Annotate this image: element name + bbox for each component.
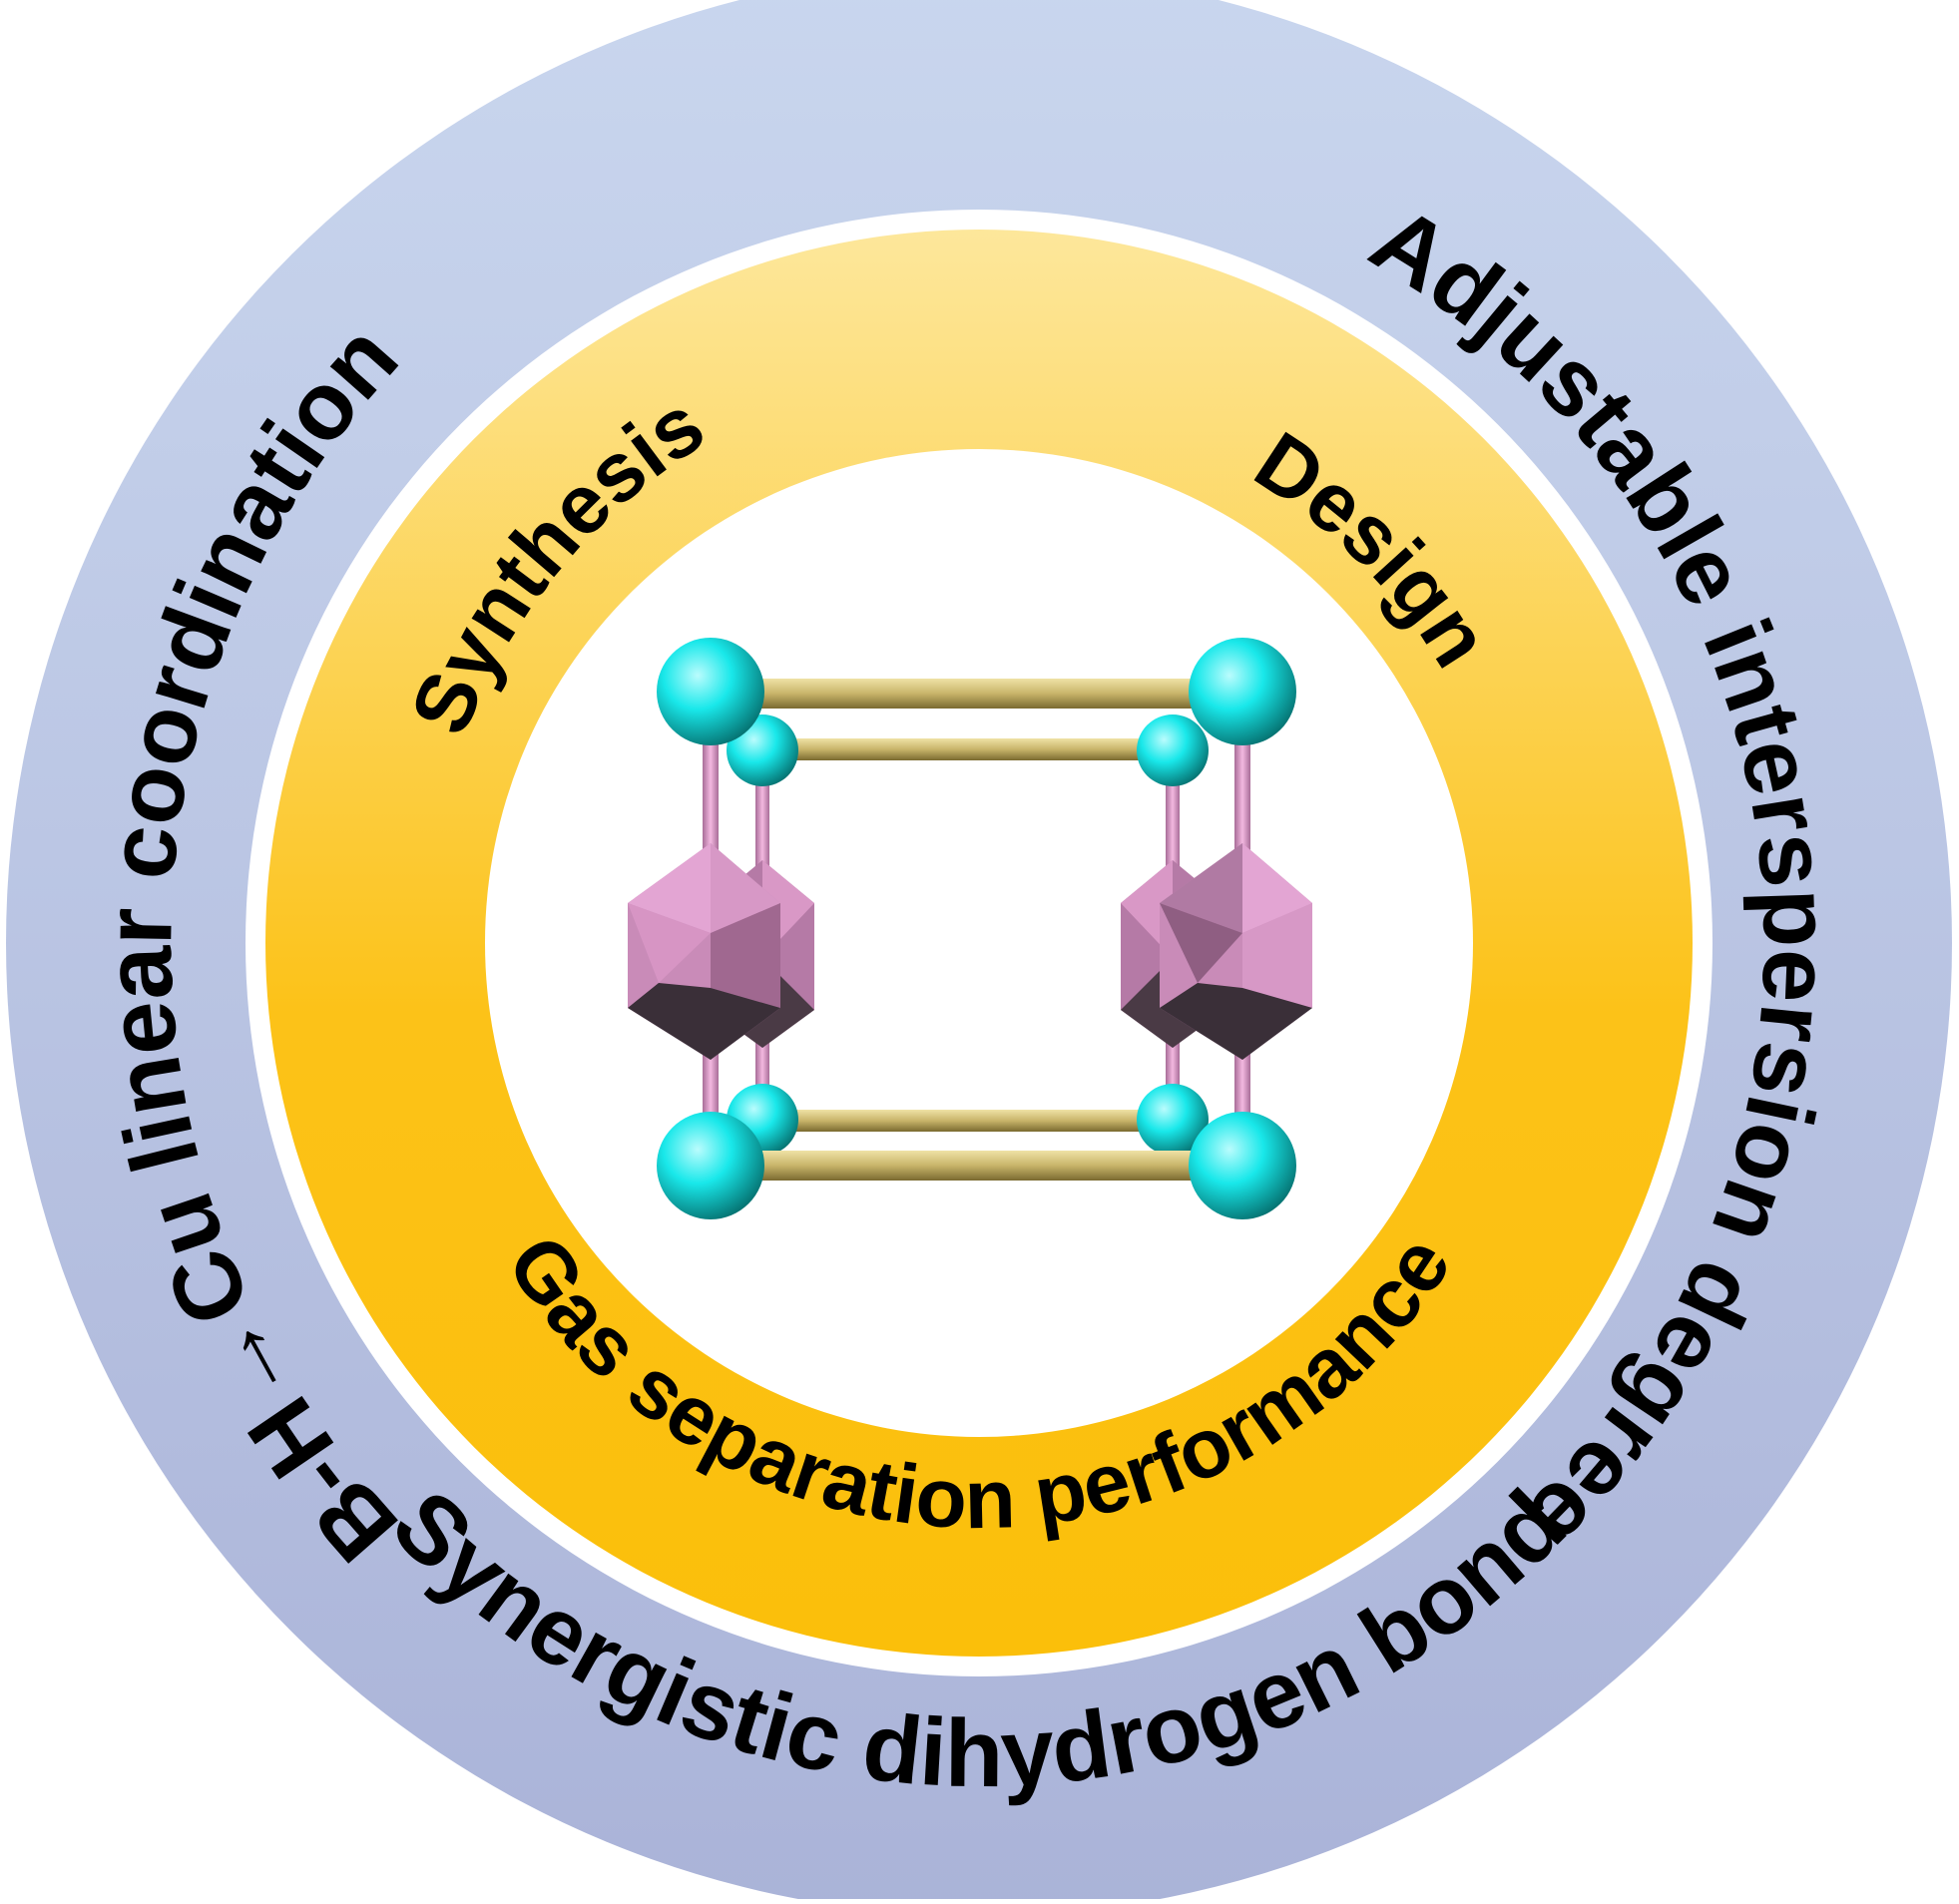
node-back-bottom-right [1137, 1084, 1209, 1156]
cage-front-left [628, 843, 780, 1060]
link-front-bottom [729, 1151, 1227, 1181]
node-front-bottom-left [657, 1112, 764, 1219]
node-front-top-right [1189, 638, 1296, 745]
molecule-structure [628, 638, 1312, 1219]
cage-front-right [1160, 843, 1312, 1060]
node-front-top-left [657, 638, 764, 745]
link-front-top [729, 679, 1227, 709]
link-back-top [771, 738, 1181, 760]
node-back-top-right [1137, 714, 1209, 786]
link-back-bottom [771, 1110, 1181, 1132]
node-front-bottom-right [1189, 1112, 1296, 1219]
